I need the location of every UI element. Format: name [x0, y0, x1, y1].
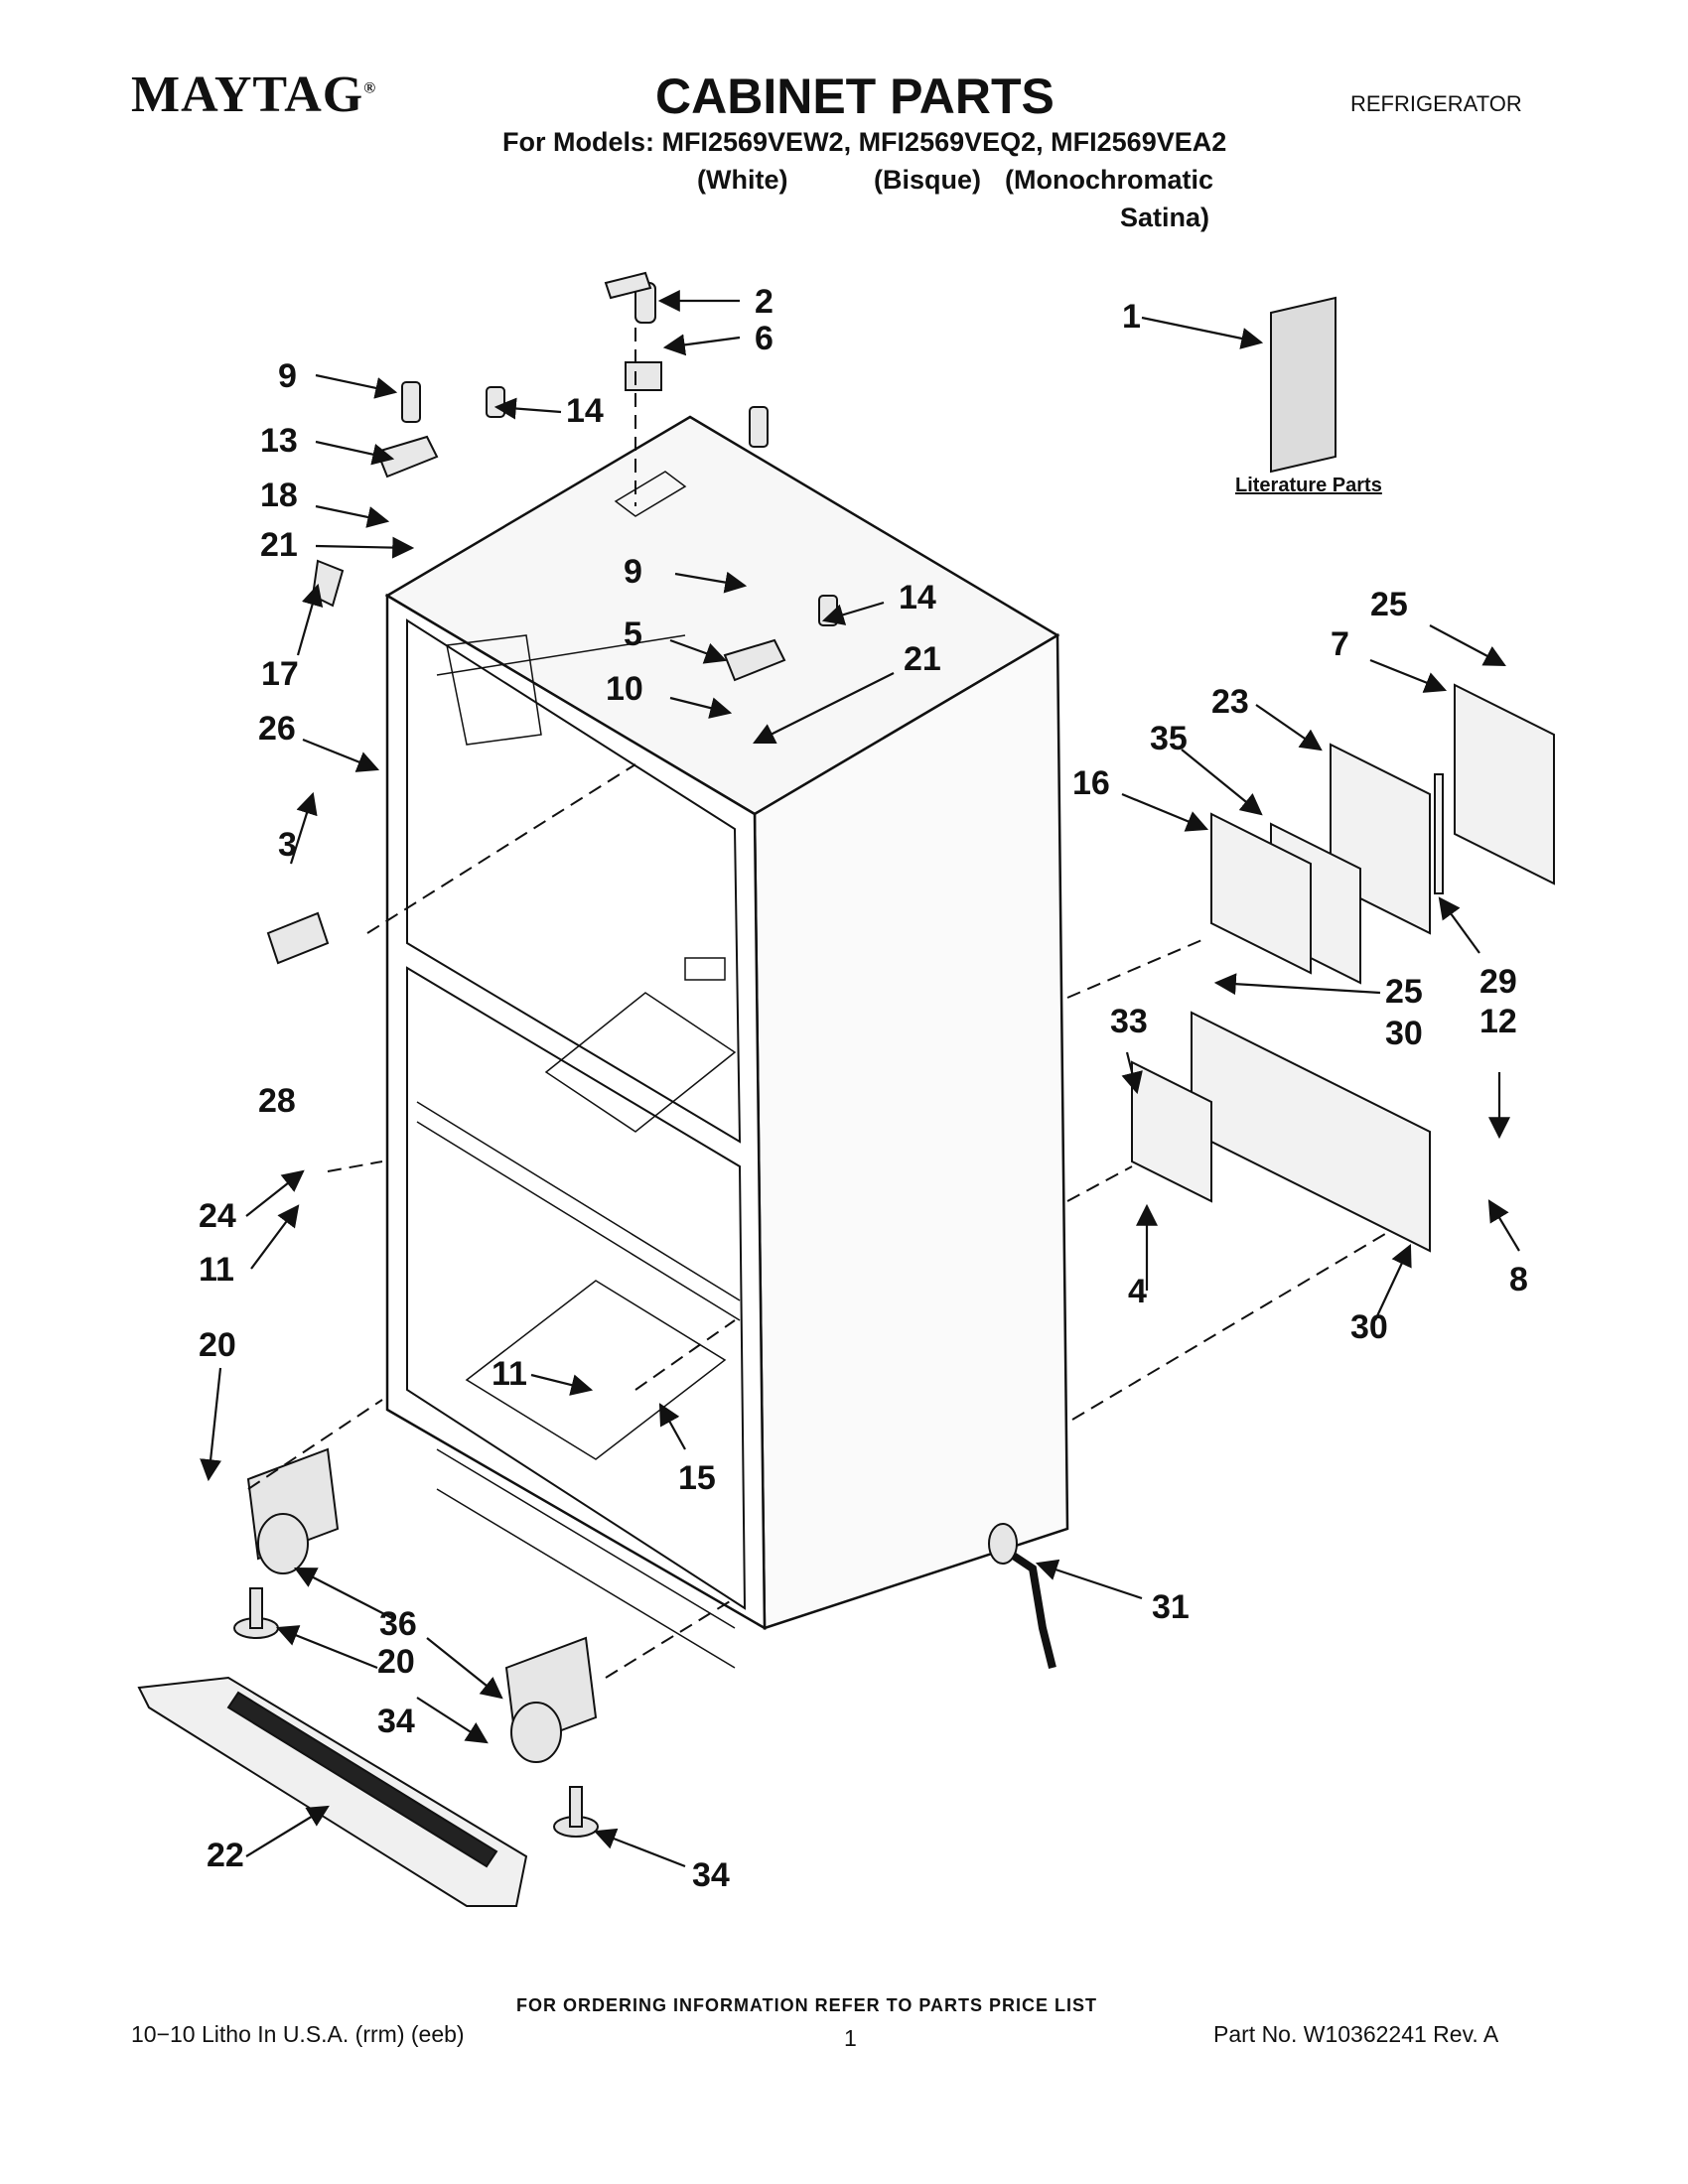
callout-28: 28 — [258, 1082, 296, 1120]
callout-10: 10 — [606, 670, 643, 708]
callout-33: 33 — [1110, 1003, 1148, 1040]
appliance-category: REFRIGERATOR — [1350, 91, 1522, 116]
callout-8: 8 — [1509, 1261, 1528, 1298]
callout-30b: 30 — [1350, 1308, 1388, 1346]
callout-35: 35 — [1150, 720, 1188, 757]
callout-4: 4 — [1128, 1273, 1147, 1310]
callout-11b: 11 — [492, 1355, 527, 1393]
brand-logo: MAYTAG® — [131, 66, 376, 124]
callout-14a: 14 — [566, 392, 604, 430]
callout-3: 3 — [278, 826, 297, 864]
literature-parts-label: Literature Parts — [1235, 475, 1382, 496]
callout-1: 1 — [1122, 298, 1141, 336]
callout-12: 12 — [1479, 1003, 1517, 1040]
callout-31: 31 — [1152, 1588, 1190, 1626]
finish-bisque: (Bisque) — [874, 165, 981, 195]
callout-9a: 9 — [278, 357, 297, 395]
callout-9b: 9 — [624, 553, 642, 591]
callout-7: 7 — [1331, 625, 1349, 663]
callout-25b: 25 — [1385, 973, 1423, 1011]
callout-22: 22 — [207, 1837, 244, 1874]
callout-24: 24 — [199, 1197, 236, 1235]
callout-30a: 30 — [1385, 1015, 1423, 1052]
part-number: Part No. W10362241 Rev. A — [1213, 2021, 1499, 2047]
callout-25a: 25 — [1370, 586, 1408, 623]
finish-monochromatic: (Monochromatic — [1005, 165, 1214, 195]
callout-23: 23 — [1211, 683, 1249, 721]
ordering-note: FOR ORDERING INFORMATION REFER TO PARTS … — [516, 1995, 1098, 2015]
finish-satina: Satina) — [1120, 203, 1210, 232]
callout-34b: 34 — [692, 1856, 730, 1894]
cabinet-body — [384, 415, 1069, 1669]
callout-15: 15 — [678, 1459, 716, 1497]
callout-18: 18 — [260, 477, 298, 514]
registered-mark: ® — [363, 79, 377, 97]
callout-26: 26 — [258, 710, 296, 748]
callout-14b: 14 — [899, 579, 936, 616]
callout-13: 13 — [260, 422, 298, 460]
callout-labels: 1 2 3 4 5 6 7 8 9 9 10 11 11 12 13 14 14… — [199, 283, 1528, 1894]
callout-29: 29 — [1479, 963, 1517, 1001]
callout-20a: 20 — [199, 1326, 236, 1364]
page-title: CABINET PARTS — [655, 68, 1055, 124]
callout-21a: 21 — [260, 526, 298, 564]
finish-white: (White) — [697, 165, 788, 195]
electronics-panels — [1131, 296, 1555, 1253]
callout-20b: 20 — [377, 1643, 415, 1681]
callout-17: 17 — [261, 655, 299, 693]
page-number: 1 — [844, 2025, 857, 2051]
callout-5: 5 — [624, 615, 642, 653]
callout-11a: 11 — [199, 1251, 234, 1289]
dashed-leaders — [247, 328, 1391, 1679]
callout-6: 6 — [755, 320, 774, 357]
callout-34a: 34 — [377, 1703, 415, 1740]
callout-36: 36 — [379, 1605, 417, 1643]
litho-info: 10−10 Litho In U.S.A. (rrm) (eeb) — [131, 2021, 465, 2047]
callout-arrows — [200, 290, 1520, 1868]
base-parts — [137, 1447, 1056, 1907]
brand-name: MAYTAG — [131, 67, 364, 123]
models-line: For Models: MFI2569VEW2, MFI2569VEQ2, MF… — [502, 127, 1227, 157]
callout-21b: 21 — [904, 640, 941, 678]
callout-16: 16 — [1072, 764, 1110, 802]
callout-2: 2 — [755, 283, 774, 321]
